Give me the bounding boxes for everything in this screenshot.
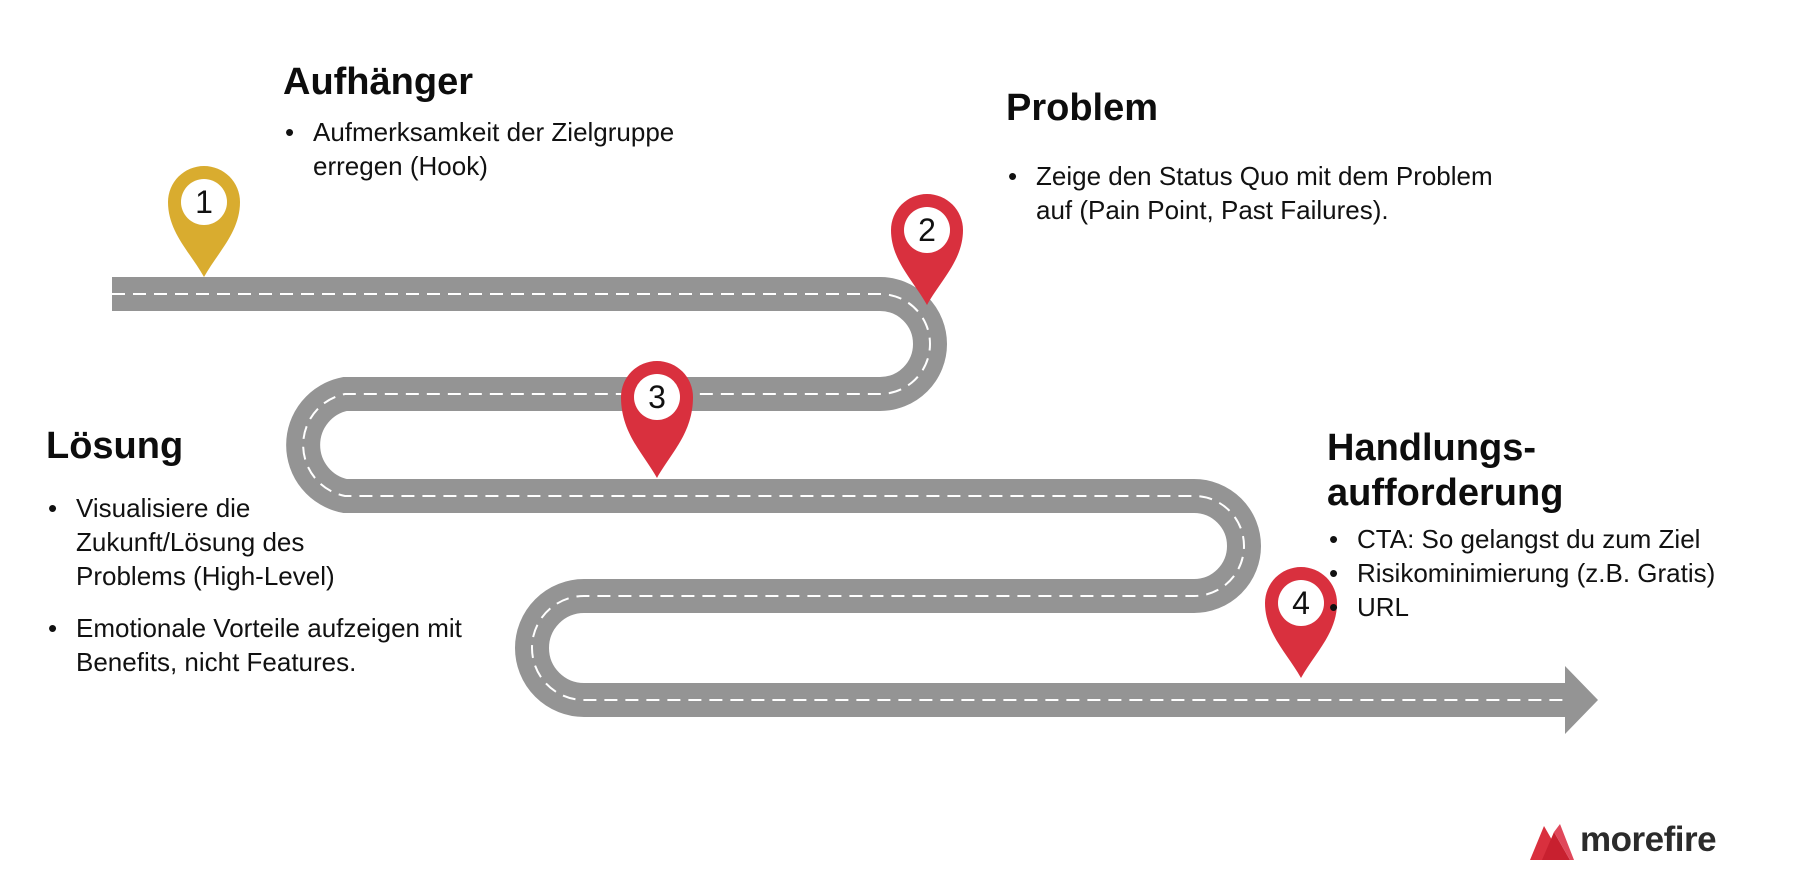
marker-1-label: 1 <box>195 184 213 220</box>
cta-bullets: CTA: So gelangst du zum Ziel Risikominim… <box>1327 522 1796 624</box>
problem-bullets: Zeige den Status Quo mit dem Problem auf… <box>1006 159 1566 227</box>
hook-title: Aufhänger <box>283 61 473 103</box>
section-hook: Aufhänger Aufmerksamkeit der Zielgruppe … <box>283 60 753 183</box>
marker-3: 3 <box>621 361 693 478</box>
solution-bullet: Emotionale Vorteile aufzeigen mit Benefi… <box>46 611 526 679</box>
morefire-flame-icon <box>1530 824 1574 860</box>
marker-2: 2 <box>891 194 963 305</box>
section-solution: Lösung Visualisiere die Zukunft/Lösung d… <box>46 424 506 679</box>
hook-bullets: Aufmerksamkeit der Zielgruppe erregen (H… <box>283 115 753 183</box>
cta-bullet: URL <box>1327 590 1796 624</box>
marker-3-label: 3 <box>648 379 666 415</box>
cta-title-line-1: Handlungs- <box>1327 427 1536 469</box>
solution-bullets: Visualisiere die Zukunft/Lösung des Prob… <box>46 491 506 679</box>
cta-title-line-2: aufforderung <box>1327 471 1564 514</box>
marker-1: 1 <box>168 166 240 277</box>
morefire-logo: morefire <box>1530 820 1717 860</box>
hook-bullet: Aufmerksamkeit der Zielgruppe erregen (H… <box>283 115 753 183</box>
road-lane-marking <box>112 293 1565 701</box>
marker-4: 4 <box>1265 567 1337 678</box>
solution-bullet: Visualisiere die Zukunft/Lösung des Prob… <box>46 491 366 593</box>
problem-bullet: Zeige den Status Quo mit dem Problem auf… <box>1006 159 1536 227</box>
section-problem: Problem Zeige den Status Quo mit dem Pro… <box>1006 86 1566 227</box>
road-arrowhead <box>1565 666 1598 734</box>
cta-bullet: CTA: So gelangst du zum Ziel <box>1327 522 1796 556</box>
road <box>112 277 1598 734</box>
cta-title: Handlungs- aufforderung <box>1327 426 1796 516</box>
problem-title: Problem <box>1006 87 1159 129</box>
marker-2-label: 2 <box>918 212 936 248</box>
marker-4-label: 4 <box>1292 585 1310 621</box>
section-cta: Handlungs- aufforderung CTA: So gelangst… <box>1327 426 1796 624</box>
solution-title: Lösung <box>46 425 184 467</box>
cta-bullet: Risikominimierung (z.B. Gratis) <box>1327 556 1796 590</box>
logo-text: morefire <box>1580 820 1717 859</box>
